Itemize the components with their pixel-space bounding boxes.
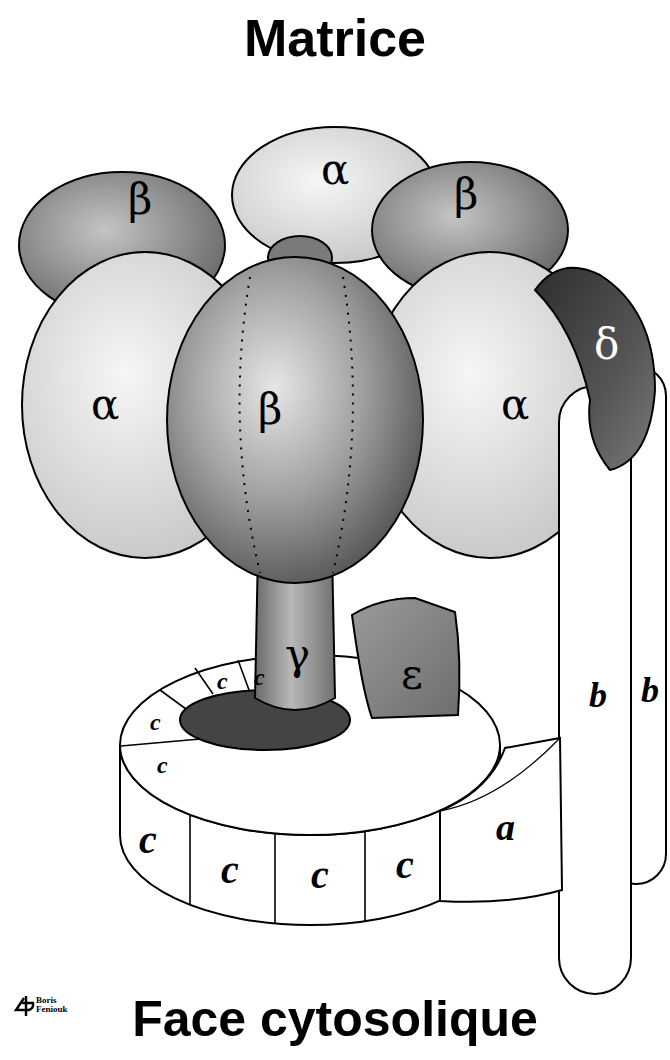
subunit-label: α [321, 149, 349, 191]
subunit-label: b [641, 672, 659, 708]
subunit-label: β [454, 174, 478, 216]
b-subunit: b [558, 385, 632, 995]
subunit-label: c [157, 753, 168, 777]
c-subunit: c [154, 750, 171, 780]
caption: Face cytosolique [132, 991, 538, 1047]
subunit-label: δ [594, 324, 619, 366]
author-credit: Boris Feniouk [36, 996, 80, 1015]
subunit-label: c [396, 845, 414, 885]
subunit-label: α [501, 384, 529, 426]
subunit-label: β [258, 389, 282, 431]
a-subunit: a [430, 725, 565, 915]
beta-subunit: β [165, 255, 425, 585]
subunit-label: b [589, 677, 607, 713]
c-subunit: c [308, 852, 332, 898]
author-logo: Boris Feniouk [36, 996, 80, 1015]
c-subunit: c [393, 842, 417, 888]
c-subunit: c [218, 847, 242, 893]
c-subunit: c [214, 666, 231, 696]
c-subunit: c [251, 662, 268, 692]
subunit-label: ε [401, 654, 423, 696]
subunit-label: c [254, 665, 265, 689]
author-logo-symbol [16, 996, 33, 1016]
title-block: Matrice [0, 10, 670, 67]
subunit-label: a [496, 808, 515, 846]
subunit-label: c [150, 710, 161, 734]
subunit-label: β [128, 179, 152, 221]
c-subunit: c [136, 817, 160, 863]
caption-block: Face cytosolique [0, 992, 670, 1047]
title: Matrice [244, 9, 426, 67]
subunit-label: α [91, 384, 119, 426]
subunit-label: c [221, 850, 239, 890]
c-subunit: c [147, 707, 164, 737]
beta-subunit-shape [165, 255, 425, 585]
subunit-label: c [217, 669, 228, 693]
subunit-label: γ [285, 634, 310, 676]
subunit-label: c [311, 855, 329, 895]
delta-subunit: δ [525, 250, 665, 480]
epsilon-subunit: ε [340, 590, 465, 725]
subunit-label: c [139, 820, 157, 860]
